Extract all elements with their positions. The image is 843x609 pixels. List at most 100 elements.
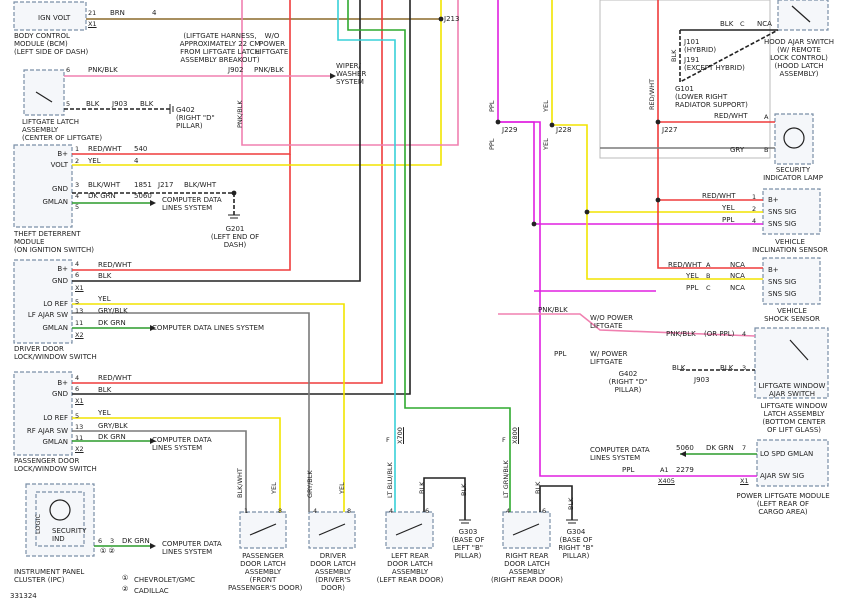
hybrid-note: (HYBRID) — [684, 46, 717, 54]
legend-chevrolet: CHEVROLET/GMC — [134, 576, 196, 584]
bcm-box — [13, 1, 87, 31]
td-1851: 1851 — [134, 181, 152, 189]
rp-pnk-blk: PNK/BLK — [538, 306, 568, 314]
pl-yel: YEL — [270, 482, 278, 494]
shock-ppl: PPL — [686, 284, 699, 292]
ign-volt-label: IGN VOLT — [38, 14, 71, 22]
dd-gry-blk: GRY/BLK — [98, 307, 128, 315]
liftgate-window-box — [754, 327, 829, 399]
plm-ajar-sw-sig: AJAR SW SIG — [760, 472, 805, 480]
rr-f: F — [502, 436, 506, 444]
plm-dk-grn: DK GRN — [706, 444, 734, 452]
dd-p4: 4 — [75, 260, 80, 268]
splice-j903-right: J903 — [694, 376, 710, 384]
pd-gnd: GND — [51, 390, 68, 398]
splice-j217: J217 — [158, 181, 174, 189]
plm-p7: 7 — [742, 444, 747, 452]
lamp-pin-a: A — [764, 113, 769, 121]
shock-pin-a: A — [706, 261, 711, 269]
right-ppl-1: PPL — [488, 100, 496, 112]
circuit-4-label: 4 — [152, 9, 157, 17]
rr-p4: 4 — [506, 507, 511, 515]
dd-blk: BLK — [98, 272, 112, 280]
lgl-pin5: 5 — [66, 100, 71, 108]
rr-lt-grn-blk: LT GRN/BLK — [502, 460, 510, 498]
td-gmlan: GMLAN — [42, 198, 68, 206]
ipc-dk-grn: DK GRN — [122, 537, 150, 545]
pl-blk-wht: BLK/WHT — [236, 468, 244, 498]
pin-21: 21 — [88, 9, 97, 17]
dd-x2: X2 — [75, 331, 84, 339]
plm-a1: A1 — [660, 466, 669, 474]
lw-p4: 4 — [742, 330, 747, 338]
ipc-logic: LOGIC — [34, 514, 42, 534]
passenger-door-switch-box — [13, 371, 73, 456]
rr-x800: X800 — [511, 427, 519, 444]
rp-pnk-blk-2: PNK/BLK — [666, 330, 696, 338]
pl-p8: 8 — [278, 507, 283, 515]
lr-ground-blk: BLK — [460, 483, 468, 496]
incl-sns-2: SNS SIG — [768, 220, 797, 228]
dd-red-wht: RED/WHT — [98, 261, 132, 269]
plm-2279: 2279 — [676, 466, 694, 474]
pd-p11: 11 — [75, 434, 84, 442]
plm-x1: X1 — [740, 477, 749, 485]
driver-door-switch-box — [13, 259, 73, 344]
splice-j229: J229 — [502, 126, 518, 134]
engine-harness-outline — [599, 0, 771, 159]
g402-left: G402(RIGHT "D"PILLAR) — [176, 106, 215, 130]
shock-nca-3: NCA — [730, 284, 745, 292]
pd-bplus: B+ — [57, 379, 68, 387]
td-540: 540 — [134, 145, 148, 153]
ipc-p3: 3 — [110, 537, 115, 545]
lamp-pin-b: B — [764, 146, 769, 154]
dd-bplus: B+ — [57, 265, 68, 273]
lw-p3: 3 — [742, 364, 747, 372]
dd-yel: YEL — [98, 295, 111, 303]
vertical-pnk-blk: PNK/BLK — [236, 100, 244, 128]
shock-red-wht: RED/WHT — [668, 261, 702, 269]
pd-red-wht: RED/WHT — [98, 374, 132, 382]
td-volt: VOLT — [50, 161, 68, 169]
rr-latch-box — [502, 511, 551, 549]
rr-ground-blk: BLK — [567, 497, 575, 510]
theft-deterrent-box — [13, 144, 73, 228]
dd-p6: 6 — [75, 271, 80, 279]
lamp-red-wht: RED/WHT — [714, 112, 748, 120]
lgl-pin6: 6 — [66, 66, 71, 74]
plm-ppl: PPL — [622, 466, 635, 474]
td-p4: 4 — [75, 192, 80, 200]
rp-ppl: PPL — [554, 350, 567, 358]
pd-gry-blk: GRY/BLK — [98, 422, 128, 430]
hood-blk: BLK — [720, 20, 734, 28]
td-5060: 5060 — [134, 192, 152, 200]
shock-yel: YEL — [686, 272, 699, 280]
splice-j227: J227 — [662, 126, 678, 134]
power-liftgate-module-box — [756, 439, 829, 487]
dd-dk-grn: DK GRN — [98, 319, 126, 327]
lr-f: F — [386, 436, 390, 444]
shock-sns-2: SNS SIG — [768, 290, 797, 298]
legend-2-icon: ② — [122, 585, 129, 593]
pd-gmlan: GMLAN — [42, 438, 68, 446]
legend-cadillac: CADILLAC — [134, 587, 169, 595]
incl-p4: 4 — [752, 217, 757, 225]
inclination-sensor-box — [762, 188, 821, 235]
diagram-id: 331324 — [10, 592, 37, 600]
pd-yel: YEL — [98, 409, 111, 417]
td-p1: 1 — [75, 145, 80, 153]
dl-p4: 4 — [313, 507, 318, 515]
